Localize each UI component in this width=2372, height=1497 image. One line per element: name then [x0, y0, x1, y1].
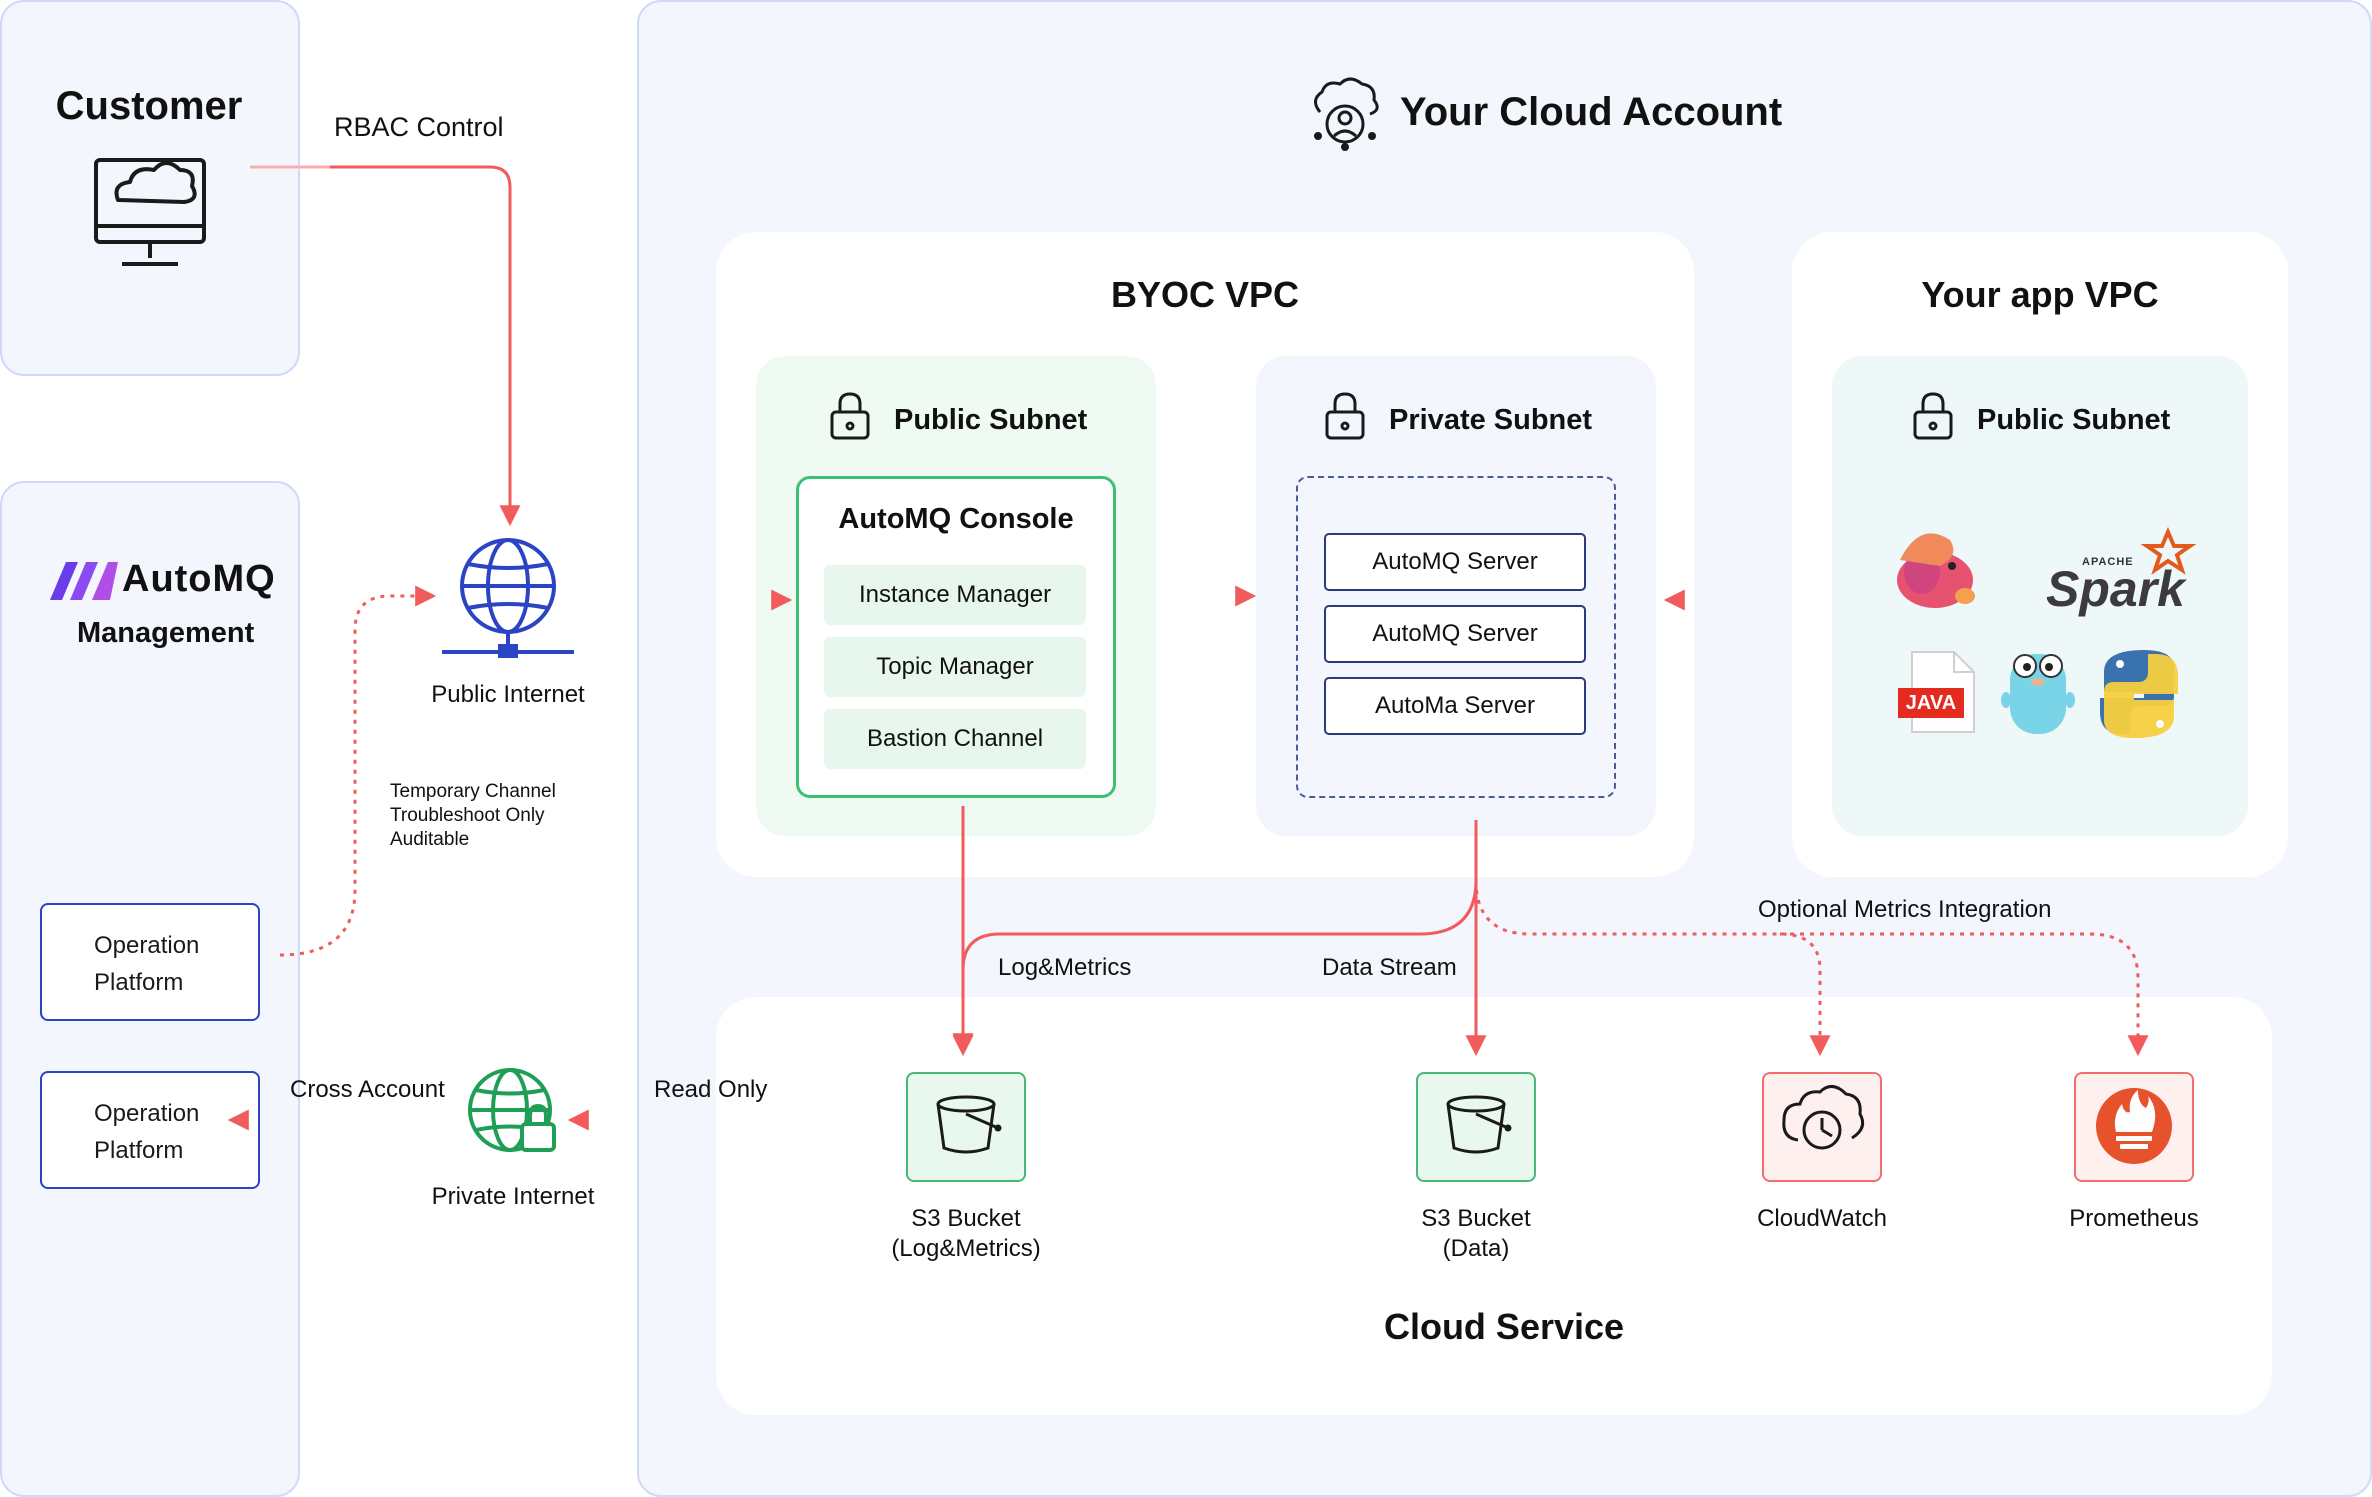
log-metrics-label: Log&Metrics [998, 954, 1132, 981]
management-title: Management [77, 617, 255, 649]
prometheus-icon [2096, 1088, 2172, 1164]
app-public-subnet [1832, 356, 2248, 836]
automq-logo-icon [50, 562, 118, 600]
cloudwatch-metrics-arrow [1474, 879, 1831, 1057]
flink-logo-icon [1897, 533, 1975, 608]
temporary-channel-arrow [279, 585, 437, 957]
s3-logs-name: S3 Bucket [911, 1205, 1021, 1232]
prometheus-name: Prometheus [2069, 1205, 2199, 1232]
app-vpc-title: Your app VPC [1921, 274, 2159, 315]
optional-metrics-label: Optional Metrics Integration [1758, 896, 2052, 923]
java-logo-icon [1898, 651, 1975, 733]
go-gopher-icon [2001, 654, 2075, 734]
read-only-label: Read Only [654, 1076, 768, 1103]
data-stream-label: Data Stream [1322, 954, 1457, 981]
private-to-log-arrow [952, 820, 1478, 1057]
cloud-account-icon [1314, 77, 1379, 151]
java-logo-text: JAVA [1905, 692, 1957, 714]
rbac-control-label: RBAC Control [334, 112, 504, 142]
spark-apache-label: APACHE [2082, 556, 2134, 568]
bucket-icon [1446, 1095, 1512, 1154]
prometheus-metrics-arrow [1780, 932, 2149, 1057]
byoc-private-subnet-title: Private Subnet [1389, 404, 1593, 436]
lock-icon-app-public [1913, 392, 1953, 440]
temporary-channel-note: Temporary Channel Troubleshoot Only Audi… [390, 781, 556, 850]
s3-data-name: S3 Bucket [1421, 1205, 1531, 1232]
cloudwatch-icon [1782, 1085, 1865, 1150]
bastion-channel[interactable]: Bastion Channel [824, 709, 1086, 769]
app-public-subnet-title: Public Subnet [1977, 404, 2171, 436]
lock-icon-byoc-private [1325, 392, 1365, 440]
byoc-private-subnet [1256, 356, 1656, 836]
automq-server-1[interactable]: AutoMQ Server [1324, 533, 1586, 591]
spark-logo-icon [2140, 526, 2197, 576]
byoc-public-subnet-title: Public Subnet [894, 404, 1088, 436]
bucket-icon [936, 1095, 1002, 1154]
operation-platform-2[interactable]: Operation Platform [40, 1071, 260, 1189]
python-logo-icon [2100, 650, 2178, 738]
cross-account-label: Cross Account [290, 1076, 445, 1103]
automq-server-3[interactable]: AutoMa Server [1324, 677, 1586, 735]
operation-platform-1[interactable]: Operation Platform [40, 903, 260, 1021]
byoc-vpc-title: BYOC VPC [1110, 274, 1300, 315]
customer-title: Customer [55, 84, 243, 128]
s3-bucket-logs-box[interactable] [906, 1072, 1026, 1182]
private-internet-globe-icon [468, 1068, 556, 1152]
automq-server-2[interactable]: AutoMQ Server [1324, 605, 1586, 663]
lock-icon-byoc-public [830, 392, 870, 440]
monitor-cloud-icon [94, 158, 206, 266]
topic-manager[interactable]: Topic Manager [824, 637, 1086, 697]
s3-logs-detail: (Log&Metrics) [891, 1235, 1041, 1262]
automq-console-title: AutoMQ Console [838, 503, 1074, 535]
s3-data-detail: (Data) [1442, 1235, 1510, 1262]
server-cluster-box [1296, 476, 1616, 798]
automq-logo-text: AutoMQ [122, 558, 276, 600]
public-internet-globe-icon [442, 538, 574, 658]
rbac-arrow [250, 165, 521, 527]
s3-bucket-data-box[interactable] [1416, 1072, 1536, 1182]
spark-logo-text: Spark [2046, 561, 2185, 617]
private-internet-label: Private Internet [431, 1183, 595, 1210]
cloud-account-title: Your Cloud Account [1400, 90, 1783, 134]
customer-panel [0, 0, 300, 376]
cloudwatch-name: CloudWatch [1757, 1205, 1887, 1232]
instance-manager[interactable]: Instance Manager [824, 565, 1086, 625]
public-internet-label: Public Internet [431, 681, 585, 708]
cloud-service-panel [716, 997, 2272, 1415]
cloud-service-title: Cloud Service [1383, 1306, 1625, 1347]
